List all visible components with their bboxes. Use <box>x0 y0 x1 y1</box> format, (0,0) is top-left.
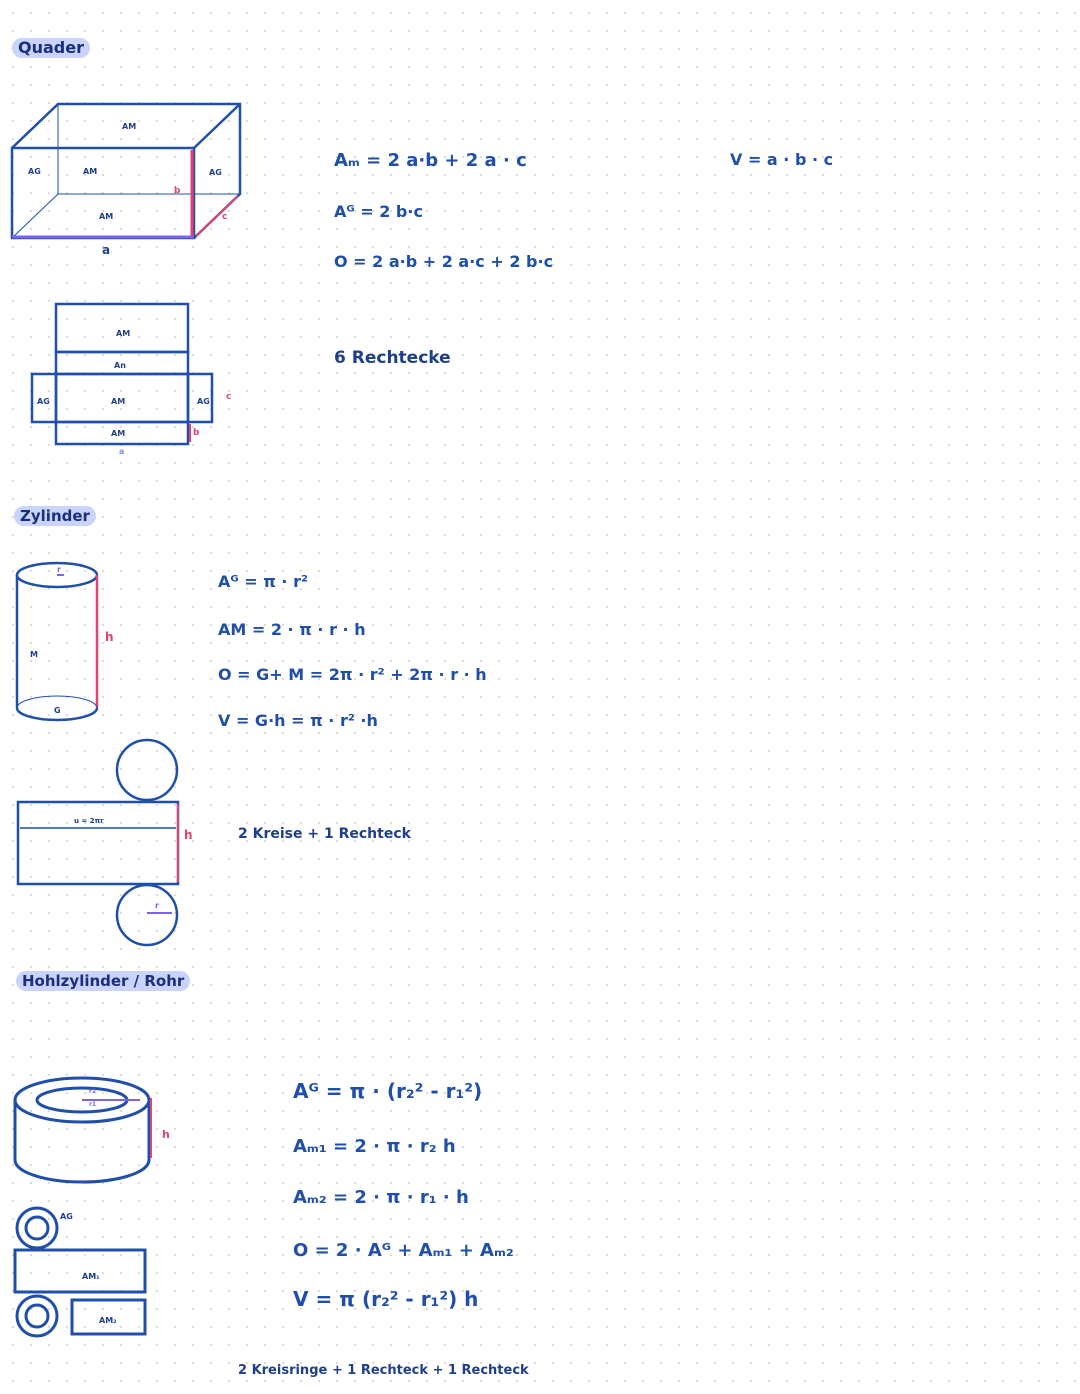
hohlzylinder-label-h: h <box>162 1128 170 1141</box>
zylinder-label-u: u = 2πr <box>74 817 104 825</box>
hohlzylinder-label-am2: AM₂ <box>99 1316 117 1325</box>
hohlzylinder-formula-am1: Aₘ₁ = 2 · π · r₂ h <box>293 1136 456 1157</box>
quader-formula-ag: Aᴳ = 2 b·c <box>334 202 423 221</box>
quader-net-label-c: c <box>226 392 232 402</box>
section-title-hohlzylinder: Hohlzylinder / Rohr <box>16 971 191 991</box>
zylinder-label-m: M <box>30 650 38 659</box>
hohlzylinder-label-r2: r2 <box>89 1088 97 1095</box>
zylinder-label-r2: r <box>155 901 159 910</box>
quader-box-label-am-bottom: AM <box>99 212 114 221</box>
quader-net-label-ag-left: AG <box>37 397 50 406</box>
quader-net-label-am3: AM <box>111 429 126 438</box>
zylinder-drawing <box>15 561 99 722</box>
quader-box-label-ag-right: AG <box>209 168 222 177</box>
quader-formula-o: O = 2 a·b + 2 a·c + 2 b·c <box>334 252 554 271</box>
quader-box-label-am-top: AM <box>122 122 137 131</box>
quader-box-label-a: a <box>102 243 111 257</box>
hohlzylinder-formula-ag: Aᴳ = π · (r₂² - r₁²) <box>293 1079 483 1103</box>
zylinder-formula-o: O = G+ M = 2π · r² + 2π · r · h <box>218 665 487 684</box>
hohlzylinder-formula-v: V = π (r₂² - r₁²) h <box>293 1287 479 1311</box>
quader-net-label-am2: AM <box>111 397 126 406</box>
quader-formula-am: Aₘ = 2 a·b + 2 a · c <box>334 150 527 171</box>
quader-box-label-ag-left: AG <box>28 167 41 176</box>
quader-box-drawing <box>10 102 242 240</box>
section-title-zylinder: Zylinder <box>14 506 96 526</box>
quader-net-label-ag-right: AG <box>197 397 210 406</box>
zylinder-net-drawing <box>16 738 180 947</box>
zylinder-label-g: G <box>54 706 61 715</box>
hohlzylinder-label-ag: AG <box>60 1212 73 1221</box>
quader-box-label-b: b <box>174 186 181 196</box>
quader-net-drawing <box>30 302 214 446</box>
zylinder-formula-am: AM = 2 · π · r · h <box>218 620 366 639</box>
hohlzylinder-label-am1: AM₁ <box>82 1272 100 1281</box>
zylinder-label-h: h <box>105 630 114 644</box>
quader-box-label-am-front: AM <box>83 167 98 176</box>
zylinder-formula-v: V = G·h = π · r² ·h <box>218 711 378 730</box>
hohlzylinder-formula-am2: Aₘ₂ = 2 · π · r₁ · h <box>293 1187 469 1208</box>
zylinder-label-h2: h <box>184 828 193 842</box>
hohlzylinder-label-r1: r1 <box>89 1101 97 1108</box>
hohlzylinder-drawing <box>13 1076 152 1184</box>
quader-box-label-c: c <box>222 212 228 222</box>
quader-net-label-a: a <box>119 447 125 456</box>
hohlzylinder-net-drawing <box>13 1206 147 1338</box>
hohlzylinder-formula-o: O = 2 · Aᴳ + Aₘ₁ + Aₘ₂ <box>293 1240 514 1261</box>
quader-net-label-am1: AM <box>116 329 131 338</box>
zylinder-note: 2 Kreise + 1 Rechteck <box>238 826 411 842</box>
quader-net-label-b: b <box>193 428 200 438</box>
section-title-quader: Quader <box>12 38 90 58</box>
quader-formula-v: V = a · b · c <box>730 150 834 169</box>
quader-note: 6 Rechtecke <box>334 348 451 368</box>
hohlzylinder-note: 2 Kreisringe + 1 Rechteck + 1 Rechteck <box>238 1363 529 1378</box>
zylinder-label-r: r <box>57 565 61 574</box>
quader-net-label-an: An <box>114 361 126 370</box>
zylinder-formula-ag: Aᴳ = π · r² <box>218 572 308 591</box>
